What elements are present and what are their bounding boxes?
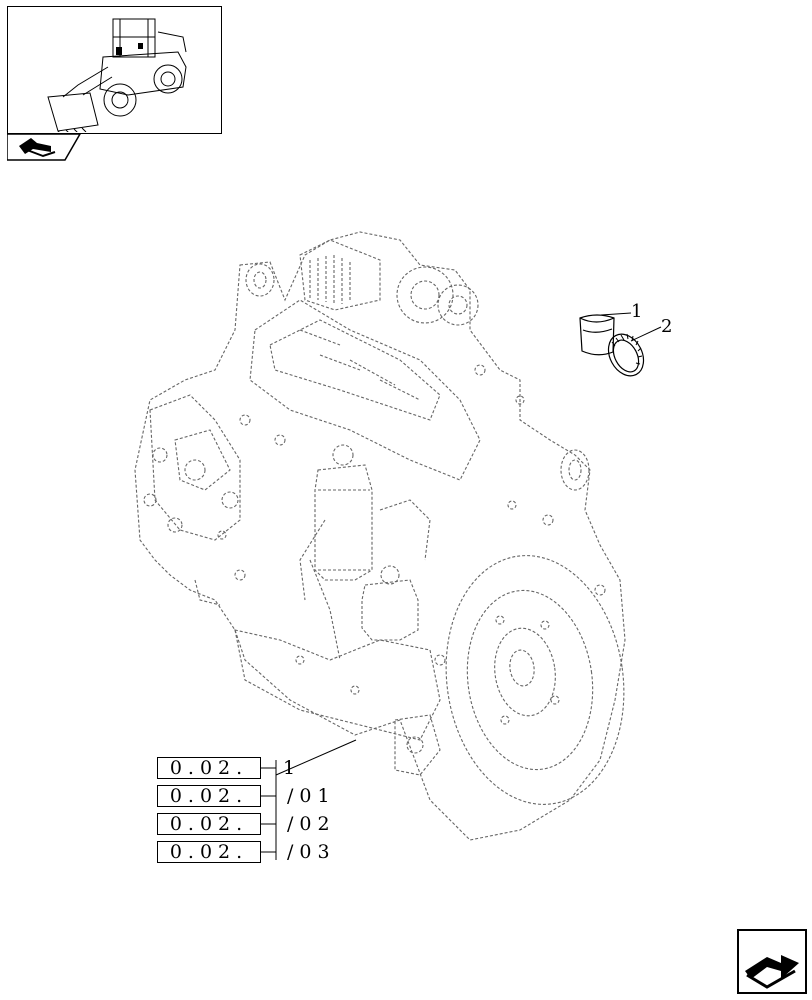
wheel-loader-icon — [47, 18, 187, 136]
thumbnail-frame — [7, 6, 222, 136]
next-page-arrow-icon[interactable] — [737, 929, 807, 994]
callout-2-leader — [630, 326, 662, 342]
reference-box[interactable]: 0.02. — [157, 785, 261, 807]
thumbnail-tab[interactable] — [7, 134, 82, 162]
hose-clamp-part — [607, 333, 645, 377]
reference-box[interactable]: 0.02. — [157, 841, 261, 863]
callout-label-1: 1 — [631, 301, 643, 322]
reference-box[interactable]: 0.02. — [157, 813, 261, 835]
callout-label-2: 2 — [661, 316, 673, 337]
reference-box[interactable]: 0.02. — [157, 757, 261, 779]
reference-suffix: /02 — [287, 813, 336, 835]
reference-suffix: /01 — [287, 785, 336, 807]
reference-suffix: /03 — [287, 841, 336, 863]
reference-suffix: 1 — [283, 757, 302, 779]
reference-leaders — [261, 739, 357, 860]
callout-1-leader — [600, 312, 632, 316]
back-arrow-icon — [19, 138, 56, 158]
